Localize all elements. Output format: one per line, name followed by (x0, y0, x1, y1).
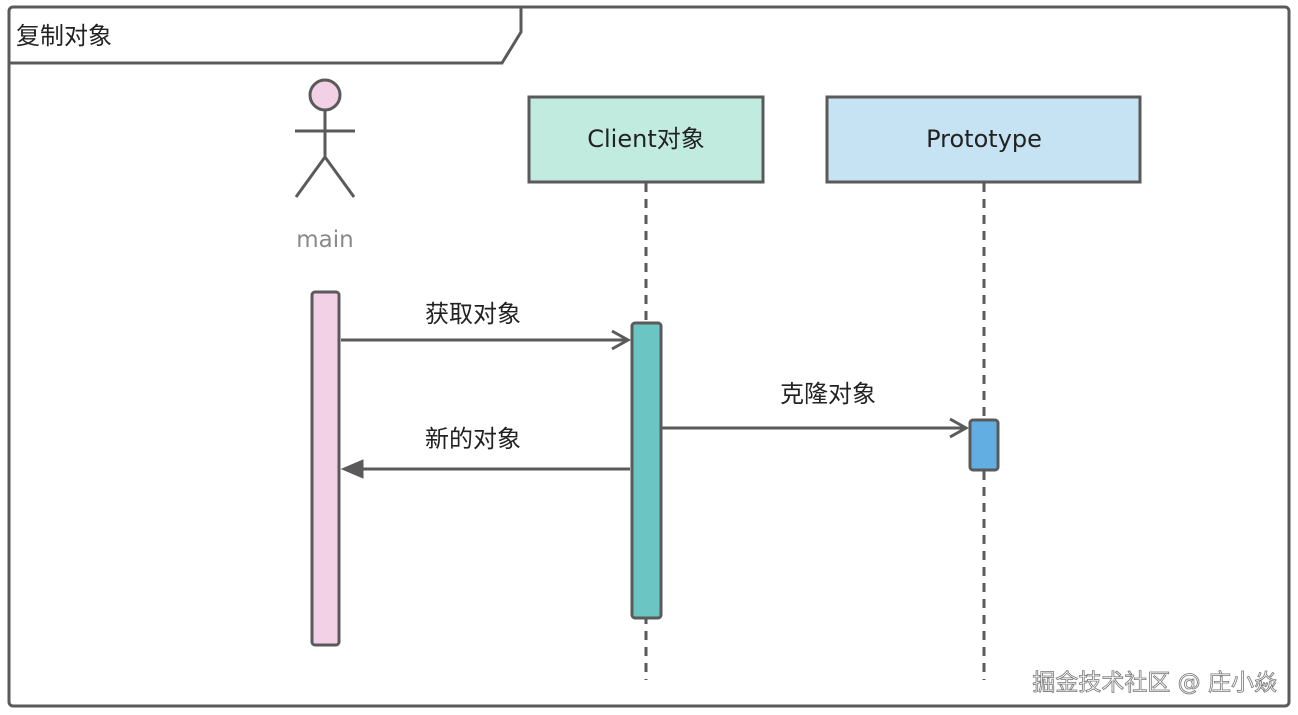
message-label: 获取对象 (425, 300, 521, 328)
actor-right-leg-icon (323, 156, 356, 198)
frame-title-tab (9, 7, 523, 65)
activation-prototype[interactable] (968, 418, 1000, 472)
message-label: 新的对象 (425, 425, 521, 453)
actor-main[interactable]: main (294, 78, 356, 253)
participant-client[interactable]: Client对象 (527, 95, 765, 184)
actor-label: main (296, 227, 353, 253)
actor-left-leg-icon (294, 156, 327, 198)
arrow-head-icon (340, 459, 364, 479)
activation-client[interactable] (630, 321, 663, 620)
frame-title: 复制对象 (16, 22, 112, 50)
participant-label: Prototype (926, 125, 1042, 153)
arrow-head-icon (949, 417, 970, 439)
message-get-object[interactable]: 获取对象 (341, 300, 632, 351)
arrow-head-icon (611, 329, 632, 351)
participant-box (527, 95, 765, 184)
participant-label: Client对象 (587, 125, 704, 153)
message-label: 克隆对象 (780, 380, 876, 408)
activation-main[interactable] (310, 290, 341, 647)
message-new-object[interactable]: 新的对象 (340, 425, 630, 479)
actor-head-icon (308, 78, 342, 112)
message-clone-object[interactable]: 克隆对象 (662, 380, 970, 439)
participant-prototype[interactable]: Prototype (825, 95, 1142, 184)
watermark: 掘金技术社区 @ 庄小焱 (1032, 670, 1277, 696)
participant-box (825, 95, 1142, 184)
